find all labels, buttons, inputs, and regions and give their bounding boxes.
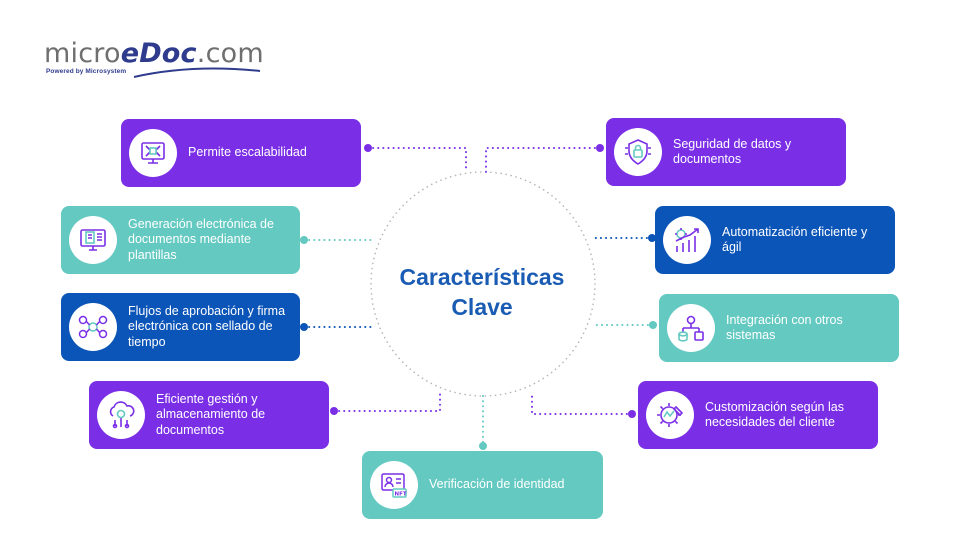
label-customizacion: Customización según las necesidades del … bbox=[705, 399, 844, 430]
logo-part-micro: micro bbox=[44, 38, 121, 69]
dot-automatizacion bbox=[648, 234, 656, 242]
central-title-line2: Clave bbox=[451, 294, 513, 320]
card-gestion: Eficiente gestión y almacenamiento de do… bbox=[89, 381, 329, 449]
connector-customizacion bbox=[531, 391, 633, 415]
central-title-line1: Características bbox=[399, 264, 565, 290]
card-automatizacion: Automatización eficiente y ágil bbox=[655, 206, 895, 274]
shield-lock-icon bbox=[614, 128, 662, 176]
cloud-storage-icon bbox=[97, 391, 145, 439]
card-verificacion: NFT Verificación de identidad bbox=[362, 451, 603, 519]
dot-customizacion bbox=[628, 410, 636, 418]
logo-wordmark: microeDoc.com bbox=[44, 38, 264, 70]
dot-verificacion bbox=[479, 442, 487, 450]
label-verificacion: Verificación de identidad bbox=[429, 477, 565, 492]
central-circle bbox=[370, 171, 596, 397]
label-seguridad: Seguridad de datos y documentos bbox=[673, 136, 792, 167]
scalability-icon bbox=[129, 129, 177, 177]
dot-generacion bbox=[300, 236, 308, 244]
label-flujos: Flujos de aprobación y firma electrónica… bbox=[128, 303, 286, 349]
dot-escalabilidad bbox=[364, 144, 372, 152]
label-generacion: Generación electrónica de documentos med… bbox=[128, 216, 274, 262]
logo: microeDoc.com Powered by Microsystem bbox=[44, 38, 264, 78]
central-title: Características Clave bbox=[362, 262, 602, 322]
label-integracion: Integración con otros sistemas bbox=[726, 312, 843, 343]
dot-gestion bbox=[330, 407, 338, 415]
label-gestion: Eficiente gestión y almacenamiento de do… bbox=[156, 391, 266, 437]
workflow-icon bbox=[69, 303, 117, 351]
card-integracion: Integración con otros sistemas bbox=[659, 294, 899, 362]
dot-integracion bbox=[649, 321, 657, 329]
connector-seguridad bbox=[485, 147, 601, 173]
card-seguridad: Seguridad de datos y documentos bbox=[606, 118, 846, 186]
integration-icon bbox=[667, 304, 715, 352]
label-automatizacion: Automatización eficiente y ágil bbox=[722, 224, 868, 255]
identity-nft-icon: NFT bbox=[370, 461, 418, 509]
label-escalabilidad: Permite escalabilidad bbox=[188, 145, 307, 160]
card-escalabilidad: Permite escalabilidad bbox=[121, 119, 361, 187]
logo-part-edoc: eDoc bbox=[120, 38, 197, 69]
connector-gestion bbox=[333, 393, 441, 412]
logo-tagline: Powered by Microsystem bbox=[46, 68, 127, 75]
card-customizacion: Customización según las necesidades del … bbox=[638, 381, 878, 449]
dot-seguridad bbox=[596, 144, 604, 152]
document-template-icon bbox=[69, 216, 117, 264]
gear-wrench-icon bbox=[646, 391, 694, 439]
svg-text:NFT: NFT bbox=[395, 492, 407, 498]
logo-part-com: .com bbox=[196, 38, 264, 69]
connector-escalabilidad bbox=[367, 147, 467, 173]
dot-flujos bbox=[300, 323, 308, 331]
card-flujos: Flujos de aprobación y firma electrónica… bbox=[61, 293, 300, 361]
logo-swoosh-icon bbox=[133, 67, 261, 78]
card-generacion: Generación electrónica de documentos med… bbox=[61, 206, 300, 274]
automation-chart-icon bbox=[663, 216, 711, 264]
